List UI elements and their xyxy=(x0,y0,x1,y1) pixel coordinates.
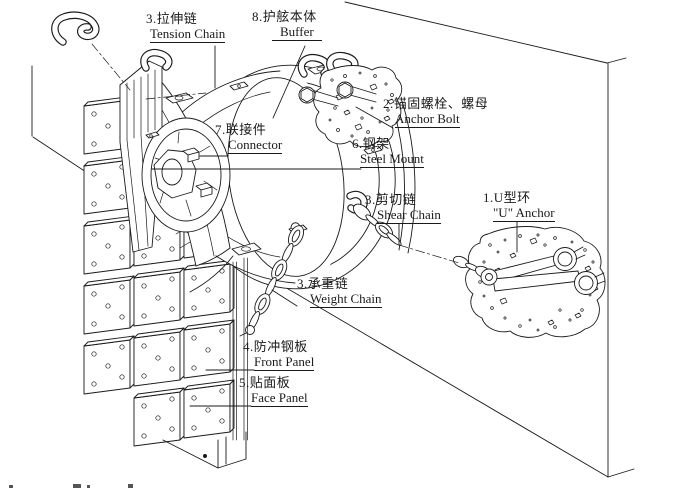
label-buffer-en: Buffer xyxy=(272,24,322,41)
label-front-panel-en: Front Panel xyxy=(254,354,315,371)
label-weight-chain-zh: 3.承重链 xyxy=(297,276,349,291)
label-connector-en: Connector xyxy=(228,137,283,154)
label-front-panel: 4.防冲钢板 Front Panel xyxy=(243,339,315,371)
anchor-bolts xyxy=(298,81,377,107)
label-connector-zh: 7.联接件 xyxy=(215,122,267,137)
u-anchor-concrete xyxy=(452,226,606,338)
label-face-panel-en: Face Panel xyxy=(251,390,308,407)
label-anchor-bolt-en: Anchor Bolt xyxy=(395,111,460,128)
concrete-speckles-2 xyxy=(478,233,599,332)
label-anchor-bolt: 2.锚固螺栓、螺母 Anchor Bolt xyxy=(383,96,488,128)
label-steel-mount-en: Steel Mount xyxy=(360,151,424,168)
label-shear-chain-en: Shear Chain xyxy=(377,207,441,224)
label-u-anchor-en: "U" Anchor xyxy=(493,205,555,222)
label-steel-mount-zh: 6.钢架 xyxy=(352,136,390,151)
label-buffer-zh: 8.护舷本体 xyxy=(252,9,317,24)
centerlines xyxy=(91,43,460,264)
concrete-speckles xyxy=(328,71,395,138)
label-connector: 7.联接件 Connector xyxy=(215,122,283,154)
quay-wall-outline xyxy=(31,1,635,478)
label-weight-chain-en: Weight Chain xyxy=(310,291,382,308)
chain-hooks xyxy=(51,11,359,78)
label-tension-chain: 3.拉伸链 Tension Chain xyxy=(146,11,226,43)
label-shear-chain-zh: 3.剪切链 xyxy=(365,192,417,207)
label-u-anchor-zh: 1.U型环 xyxy=(483,190,531,205)
label-face-panel: 5.贴面板 Face Panel xyxy=(239,375,308,407)
label-tension-chain-en: Tension Chain xyxy=(150,26,226,43)
u-anchor-shackle xyxy=(452,246,606,295)
label-steel-mount: 6.钢架 Steel Mount xyxy=(352,136,424,168)
label-tension-chain-zh: 3.拉伸链 xyxy=(146,11,198,26)
weight-chain-drawing xyxy=(239,222,305,337)
label-front-panel-zh: 4.防冲钢板 xyxy=(243,339,308,354)
label-buffer: 8.护舷本体 Buffer xyxy=(252,9,322,41)
label-face-panel-zh: 5.贴面板 xyxy=(239,375,291,390)
panel-edges xyxy=(162,255,248,469)
leader-lines xyxy=(151,45,518,407)
anchor-bolt-concrete xyxy=(298,65,403,148)
label-weight-chain: 3.承重链 Weight Chain xyxy=(297,276,382,308)
cutoff-text-fragments xyxy=(9,484,133,488)
label-u-anchor: 1.U型环 "U" Anchor xyxy=(483,190,555,222)
chain-bracket-pads xyxy=(165,63,336,256)
connector-hub xyxy=(141,117,231,233)
label-shear-chain: 3.剪切链 Shear Chain xyxy=(365,192,441,224)
label-anchor-bolt-zh: 2.锚固螺栓、螺母 xyxy=(383,96,489,111)
shear-chain-drawing xyxy=(346,190,402,246)
